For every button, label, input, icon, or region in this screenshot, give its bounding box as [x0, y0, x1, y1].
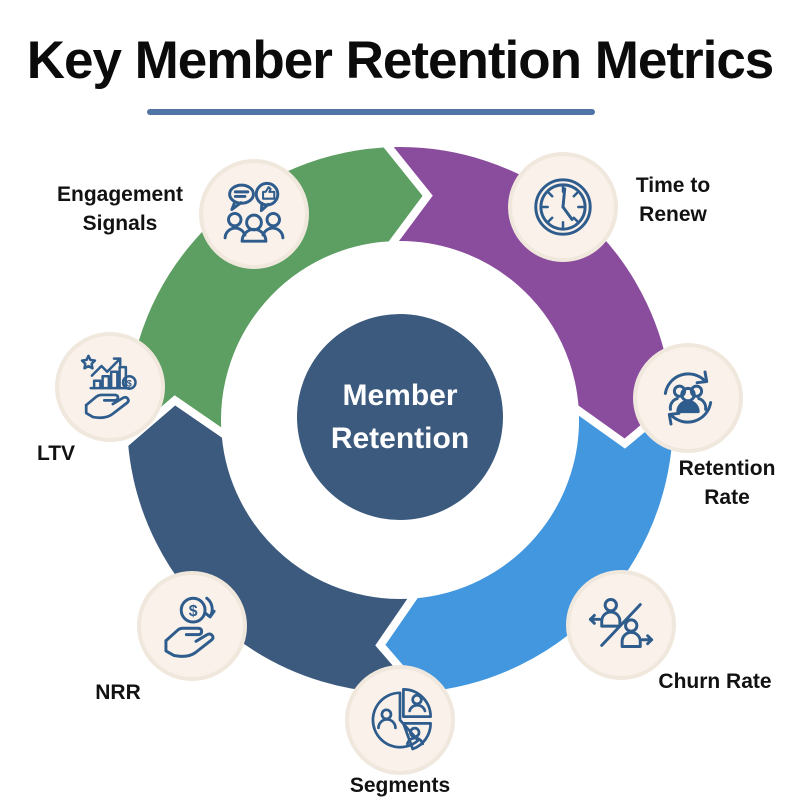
nrr-label: NRR — [95, 681, 141, 704]
svg-text:$: $ — [127, 378, 132, 388]
nrr-badge: $ — [137, 571, 247, 681]
hand-coin-icon: $ — [164, 596, 216, 658]
people-percent-icon — [588, 598, 654, 649]
page-title: Key Member Retention Metrics — [26, 31, 775, 90]
hand-chart-icon: $ — [80, 354, 137, 420]
people-pie-icon — [371, 688, 432, 751]
ltv-label: LTV — [36, 442, 76, 465]
title-underline — [147, 109, 595, 115]
engagement-signals-badge — [199, 159, 309, 269]
time-to-renew-label: Time to Renew — [635, 174, 711, 226]
people-cycle-icon — [663, 370, 713, 426]
clock-icon — [534, 178, 592, 236]
segments-label: Segments — [349, 774, 451, 797]
retention-rate-badge — [633, 343, 743, 453]
center-hub-line2: Retention — [330, 421, 470, 455]
time-to-renew-badge — [508, 152, 618, 262]
engagement-signals-label: Engagement Signals — [56, 183, 184, 235]
segments-badge — [345, 665, 455, 775]
ltv-badge: $ — [55, 332, 165, 442]
center-hub: Member Retention — [297, 314, 503, 520]
churn-rate-label: Churn Rate — [658, 670, 772, 693]
ring-segment-green — [119, 139, 433, 453]
churn-rate-badge — [566, 570, 676, 680]
svg-text:$: $ — [189, 603, 198, 620]
ring-segment-darkblue — [119, 395, 433, 701]
center-hub-line1: Member — [342, 378, 458, 412]
people-chat-icon — [223, 181, 285, 243]
retention-rate-label: Retention Rate — [678, 457, 776, 509]
